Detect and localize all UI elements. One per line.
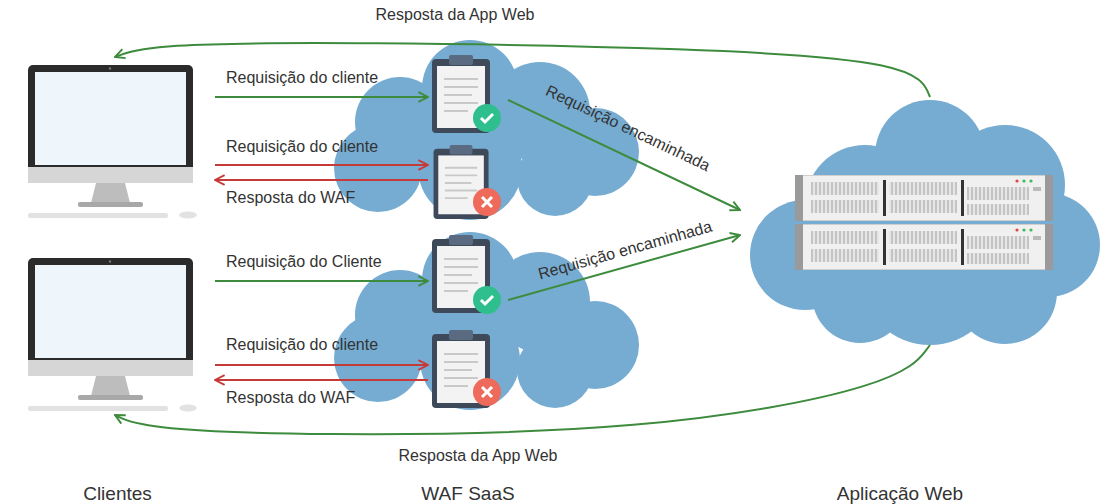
edge-label: Resposta do WAF bbox=[226, 188, 355, 207]
check-icon bbox=[473, 104, 501, 314]
flow-arrow bbox=[215, 96, 428, 98]
cloud bbox=[750, 100, 1100, 345]
server-unit bbox=[795, 224, 1053, 270]
flow-arrow bbox=[215, 179, 428, 181]
edge-label: Requisição encaminhada bbox=[543, 81, 713, 175]
flow-arrow bbox=[215, 379, 428, 381]
flow-arrow bbox=[115, 43, 930, 97]
edge-label: Requisição do cliente bbox=[226, 68, 378, 87]
flow-arrow bbox=[215, 164, 428, 166]
edge-label: Requisição encaminhada bbox=[536, 217, 714, 284]
edge-label: Requisição do Cliente bbox=[226, 252, 382, 271]
edge-label: Requisição do cliente bbox=[226, 335, 378, 354]
column-heading: WAF SaaS bbox=[421, 483, 514, 504]
client-monitor bbox=[28, 65, 197, 219]
client-monitor bbox=[28, 258, 197, 412]
edge-label: Resposta do WAF bbox=[226, 388, 355, 407]
flow-arrow bbox=[115, 345, 930, 434]
server-unit bbox=[795, 175, 1053, 221]
cloud bbox=[334, 232, 639, 410]
edge-label: Resposta da App Web bbox=[376, 5, 535, 24]
column-group: Clientes bbox=[20, 57, 215, 415]
edge-label: Resposta da App Web bbox=[399, 446, 558, 465]
column-heading: Aplicação Web bbox=[837, 483, 963, 504]
flow-arrow bbox=[215, 280, 428, 282]
flow-arrow bbox=[508, 235, 740, 300]
cross-icon bbox=[473, 188, 501, 406]
column-group: Aplicação Web bbox=[740, 97, 1060, 345]
flow-arrow bbox=[508, 100, 740, 210]
column-group: WAF SaaS bbox=[428, 30, 508, 415]
flow-arrow bbox=[215, 364, 428, 366]
cloud bbox=[334, 40, 639, 220]
column-heading: Clientes bbox=[83, 483, 152, 504]
edge-label: Requisição do cliente bbox=[226, 137, 378, 156]
